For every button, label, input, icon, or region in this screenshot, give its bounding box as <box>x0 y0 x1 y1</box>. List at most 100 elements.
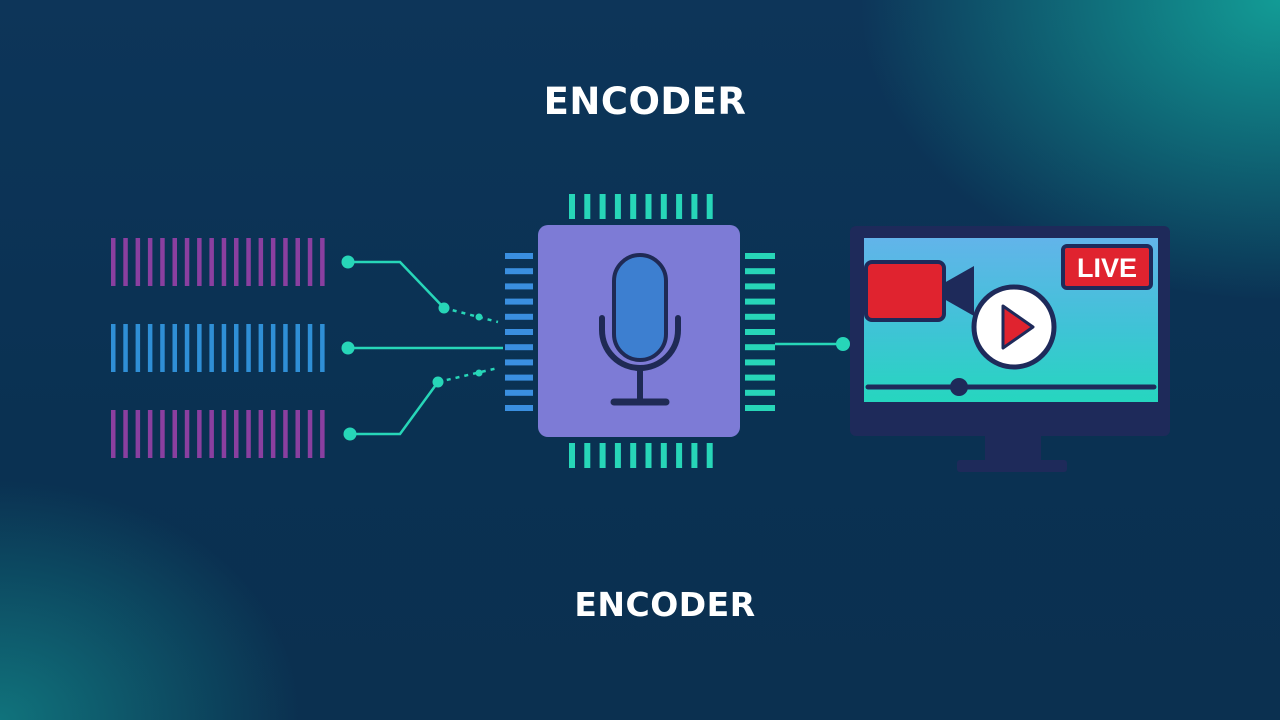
encoder-caption: ENCODER <box>574 585 756 624</box>
chip-pin <box>745 374 775 381</box>
chip-pin <box>745 329 775 335</box>
chip-pin <box>645 194 652 219</box>
waveform-bar <box>209 324 214 372</box>
waveform-bar <box>270 324 276 372</box>
chip-pin <box>505 329 533 335</box>
waveform-bar <box>307 238 313 286</box>
waveform-bar <box>147 238 153 286</box>
chip-pins-left <box>505 253 533 411</box>
waveform-bar <box>209 238 214 286</box>
waveform-bar <box>258 238 264 286</box>
chip-pin <box>745 283 775 290</box>
waveform-bar <box>221 324 227 372</box>
video-progress-handle <box>950 378 968 396</box>
waveform-bar <box>320 324 325 372</box>
chip-pin <box>569 194 575 219</box>
waveform-bar <box>184 410 190 458</box>
chip-pin <box>691 443 698 468</box>
waveform-bar <box>295 238 300 286</box>
connector-bottom <box>350 381 440 436</box>
chip-pin <box>505 344 533 351</box>
waveform-bar <box>172 410 177 458</box>
audio-waveform-icon-top <box>111 238 325 286</box>
chip-pin <box>645 443 652 468</box>
chip-pin <box>599 443 606 468</box>
chip-pin <box>745 359 775 366</box>
video-camera-icon <box>864 260 974 322</box>
waveform-bar <box>307 410 313 458</box>
waveform-bar <box>307 324 313 372</box>
chip-pin <box>745 298 775 305</box>
chip-pin <box>676 194 683 219</box>
waveform-bar <box>135 410 141 458</box>
chip-pin <box>505 313 533 320</box>
waveform-bar <box>160 324 165 372</box>
chip-pin <box>505 374 533 381</box>
waveform-bar <box>295 410 300 458</box>
live-badge: LIVE <box>1061 244 1153 290</box>
chip-pin <box>745 344 775 351</box>
waveform-bar <box>197 238 202 286</box>
chip-pins-top <box>569 194 713 219</box>
waveform-bar <box>283 324 288 372</box>
waveform-bar <box>172 324 177 372</box>
chip-pin <box>614 194 621 219</box>
waveform-bar <box>123 324 128 372</box>
waveform-bar <box>135 238 141 286</box>
waveform-bar <box>246 324 251 372</box>
live-badge-label: LIVE <box>1077 253 1137 283</box>
chip-pin <box>706 443 713 468</box>
waveform-bar <box>160 238 165 286</box>
play-icon <box>971 284 1057 370</box>
chip-pin <box>505 405 533 411</box>
chip-pin <box>745 405 775 411</box>
chip-pin <box>745 253 775 259</box>
chip-pin <box>706 194 713 219</box>
chip-pin <box>505 389 533 396</box>
chip-pin <box>745 389 775 396</box>
chip-pins-right <box>745 253 775 411</box>
waveform-bar <box>258 324 264 372</box>
connector-top-dotted <box>443 306 499 324</box>
waveform-bar <box>123 410 128 458</box>
chip-pin <box>660 194 667 219</box>
waveform-bar <box>221 410 227 458</box>
chip-pin <box>630 194 637 219</box>
chip-pin <box>505 359 533 366</box>
waveform-bar <box>320 238 325 286</box>
chip-pin <box>599 194 606 219</box>
waveform-bar <box>184 238 190 286</box>
waveform-bar <box>234 238 239 286</box>
chip-pin <box>660 443 667 468</box>
waveform-bar <box>147 410 153 458</box>
waveform-bar <box>111 238 116 286</box>
chip-pin <box>745 313 775 320</box>
chip-pin <box>569 443 575 468</box>
waveform-bar <box>111 324 116 372</box>
microphone-icon <box>599 253 681 406</box>
waveform-bar <box>209 410 214 458</box>
chip-pins-bottom <box>569 443 713 468</box>
waveform-bar <box>197 324 202 372</box>
chip-pin <box>505 298 533 305</box>
waveform-bar <box>123 238 128 286</box>
encoder-title: ENCODER <box>543 80 747 123</box>
waveform-bar <box>111 410 116 458</box>
waveform-bar <box>283 238 288 286</box>
chip-pin <box>676 443 683 468</box>
chip-pin <box>505 268 533 275</box>
waveform-bar <box>172 238 177 286</box>
chip-pin <box>505 283 533 290</box>
waveform-bar <box>234 324 239 372</box>
waveform-bar <box>320 410 325 458</box>
chip-pin <box>505 253 533 259</box>
audio-waveform-icon-middle <box>111 324 325 372</box>
chip-pin <box>614 443 621 468</box>
chip-pin <box>584 443 591 468</box>
waveform-bar <box>135 324 141 372</box>
waveform-bar <box>283 410 288 458</box>
monitor-icon: LIVE <box>850 226 1170 472</box>
connector-nodes <box>341 255 483 441</box>
waveform-bar <box>270 238 276 286</box>
